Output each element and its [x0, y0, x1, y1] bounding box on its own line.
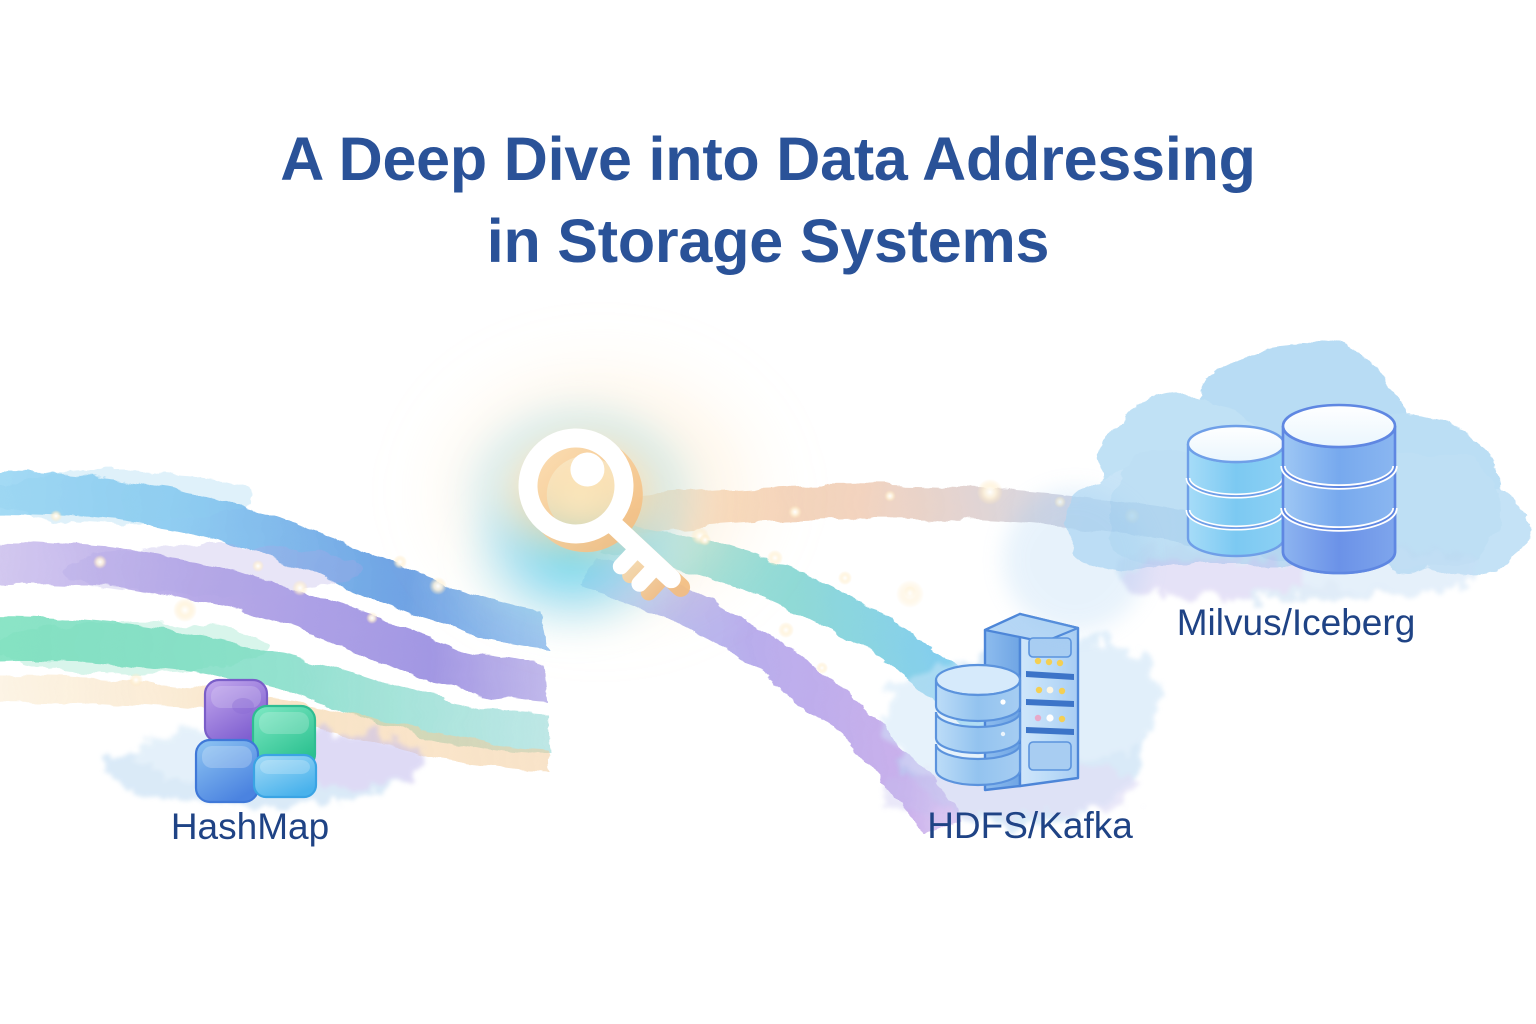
hashmap-blocks-icon	[194, 678, 318, 804]
server-blue-halo	[1003, 488, 1147, 632]
sparkle-group	[50, 479, 1140, 687]
left-watercolor-wash	[0, 470, 360, 674]
cloud-database-icon	[1068, 344, 1526, 600]
key-bow	[518, 428, 634, 544]
server-rack-database-icon	[934, 612, 1080, 792]
cloud-database-left	[1185, 424, 1287, 558]
cloud-database-right	[1280, 403, 1398, 575]
hashmap-block-lightblue	[252, 753, 318, 799]
key-teeth	[612, 539, 665, 592]
key-bow-hole	[570, 452, 605, 487]
cloud-ground-wash	[1110, 540, 1480, 600]
server-database-stack	[934, 663, 1022, 787]
key-icon	[518, 428, 691, 601]
server-panels	[1026, 637, 1074, 771]
